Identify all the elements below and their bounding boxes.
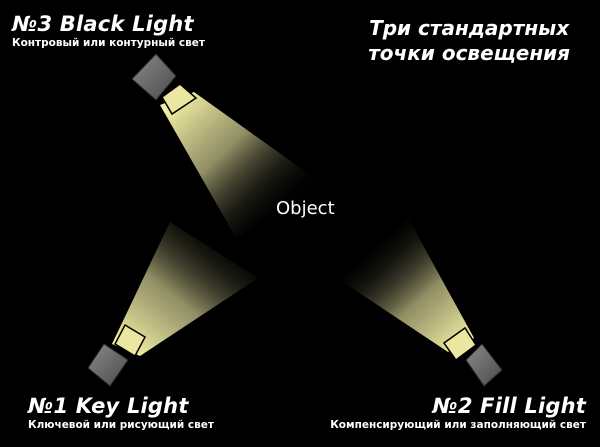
back-light-subtitle: Контровый или контурный свет xyxy=(12,37,205,49)
back-light-body xyxy=(131,53,177,101)
key-light-beam xyxy=(112,222,258,356)
back-light-beam xyxy=(160,92,320,238)
fill-light-fixture xyxy=(442,326,503,387)
diagram-title-line-2: точки освещения xyxy=(368,41,570,65)
key-light-subtitle: Ключевой или рисующий свет xyxy=(28,419,214,431)
diagram-title-line-1: Три стандартных xyxy=(369,16,570,40)
back-light-label: №3 Black Light Контровый или контурный с… xyxy=(12,12,205,50)
fill-light-body xyxy=(465,343,503,387)
key-light-fixture xyxy=(87,323,146,387)
fill-light-beam xyxy=(340,218,474,352)
key-light-body xyxy=(87,343,129,387)
object-label: Object xyxy=(276,198,335,219)
fill-light-title: №2 Fill Light xyxy=(432,394,586,418)
fill-light-lens xyxy=(442,326,478,362)
key-light-title: №1 Key Light xyxy=(28,394,189,418)
diagram-title: Три стандартных точки освещения xyxy=(368,16,570,66)
fill-light-label: №2 Fill Light Компенсирующий или заполня… xyxy=(330,394,586,432)
key-light-label: №1 Key Light Ключевой или рисующий свет xyxy=(28,394,214,432)
key-light-lens xyxy=(114,323,146,358)
back-light-fixture xyxy=(131,53,198,116)
fill-light-subtitle: Компенсирующий или заполняющий свет xyxy=(330,419,586,431)
back-light-title: №3 Black Light xyxy=(12,12,194,36)
back-light-lens xyxy=(161,83,198,116)
